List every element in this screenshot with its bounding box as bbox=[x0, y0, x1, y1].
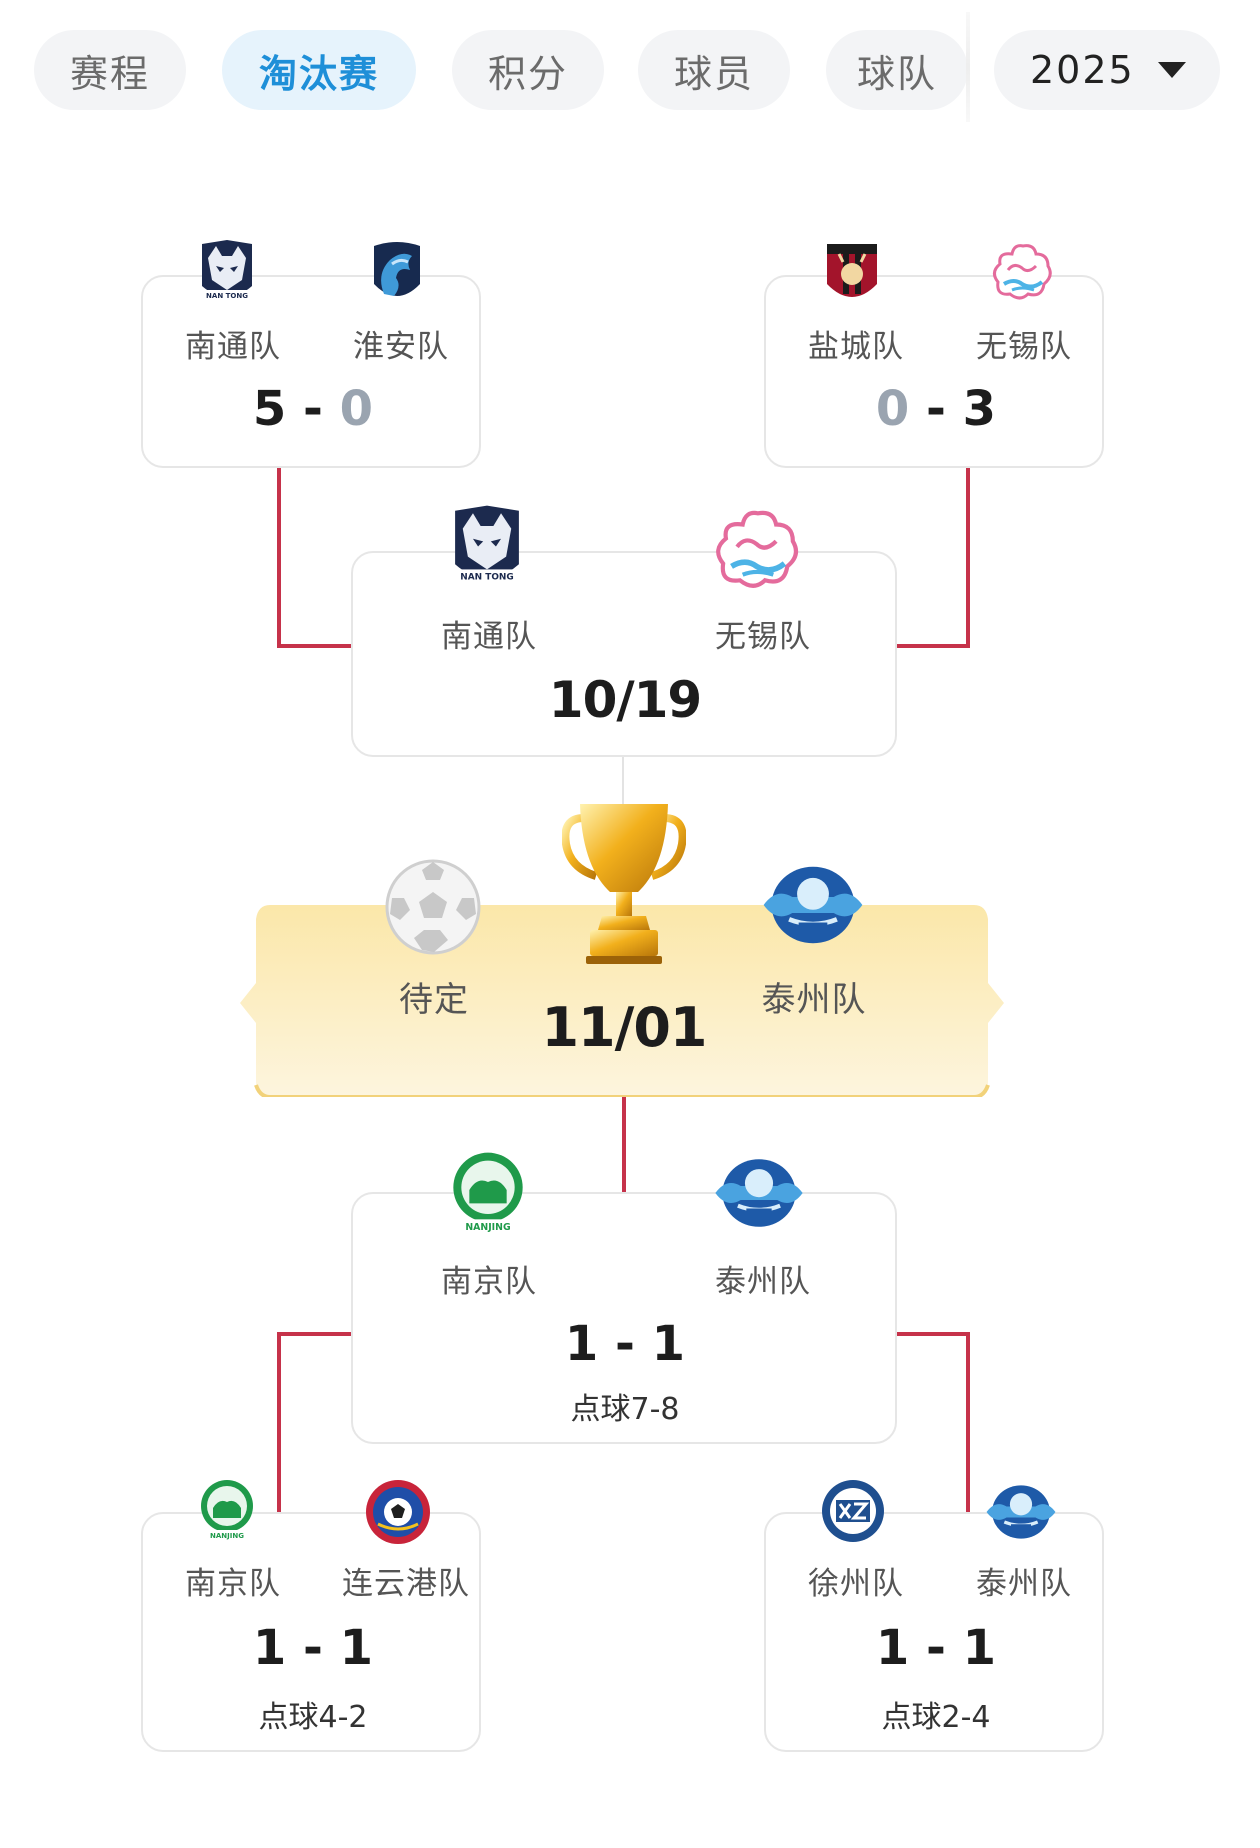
nanjing-crest-icon: NANJING bbox=[453, 1152, 523, 1233]
svg-text:NAN TONG: NAN TONG bbox=[206, 292, 248, 300]
bracket-line bbox=[277, 1332, 353, 1336]
match-score: 1 - 1 bbox=[564, 1316, 686, 1372]
match-card-nanjing-taizhou[interactable]: 南京队 泰州队 1 - 1 点球7-8 bbox=[351, 1192, 897, 1444]
bracket-line bbox=[966, 1332, 970, 1512]
xuzhou-crest-icon bbox=[822, 1480, 884, 1542]
nantong-wolf-icon: NAN TONG bbox=[202, 240, 252, 300]
team-name: 连云港队 bbox=[342, 1566, 470, 1602]
svg-text:NANJING: NANJING bbox=[465, 1222, 510, 1233]
bracket-line bbox=[894, 1332, 970, 1336]
match-card-nantong-wuxi[interactable]: 南通队 无锡队 10/19 bbox=[351, 551, 897, 757]
penalty-result: 点球2-4 bbox=[881, 1700, 991, 1735]
nantong-wolf-icon: NAN TONG bbox=[455, 505, 519, 583]
svg-text:NANJING: NANJING bbox=[210, 1532, 244, 1540]
team-name: 南通队 bbox=[441, 619, 537, 655]
tab-players[interactable]: 球员 bbox=[638, 30, 790, 110]
team-name: 待定 bbox=[399, 980, 469, 1020]
match-score: 1 - 1 bbox=[252, 1620, 374, 1676]
tab-schedule[interactable]: 赛程 bbox=[34, 30, 186, 110]
taizhou-crest-icon bbox=[763, 866, 863, 944]
team-name: 泰州队 bbox=[976, 1566, 1072, 1602]
svg-text:NAN TONG: NAN TONG bbox=[460, 573, 513, 583]
lianyungang-crest-icon bbox=[366, 1480, 430, 1544]
tab-standings[interactable]: 积分 bbox=[452, 30, 604, 110]
year-select[interactable]: 2025 bbox=[994, 30, 1220, 110]
match-score: 0 - 3 bbox=[875, 381, 997, 437]
yancheng-deer-icon bbox=[827, 244, 877, 297]
wuxi-cloud-icon bbox=[993, 244, 1052, 300]
penalty-result: 点球7-8 bbox=[570, 1392, 680, 1427]
match-date: 10/19 bbox=[548, 671, 702, 729]
caret-down-icon bbox=[1158, 62, 1186, 78]
team-name: 南京队 bbox=[441, 1264, 537, 1300]
match-card-xuzhou-taizhou[interactable]: 徐州队 泰州队 1 - 1 点球2-4 bbox=[764, 1512, 1104, 1752]
taizhou-crest-icon bbox=[986, 1485, 1056, 1539]
penalty-result: 点球4-2 bbox=[258, 1700, 368, 1735]
tab-teams[interactable]: 球队 bbox=[826, 30, 968, 110]
tab-knockout[interactable]: 淘汰赛 bbox=[222, 30, 416, 110]
team-name: 淮安队 bbox=[353, 329, 449, 365]
bracket-line bbox=[966, 466, 970, 648]
huaian-dragon-icon bbox=[374, 242, 420, 296]
final-date: 11/01 bbox=[541, 996, 707, 1059]
team-name: 无锡队 bbox=[715, 619, 811, 655]
team-name: 南通队 bbox=[185, 329, 281, 365]
match-score: 5 - 0 bbox=[252, 381, 374, 437]
trophy-icon bbox=[562, 804, 686, 964]
taizhou-crest-icon bbox=[715, 1159, 803, 1227]
team-name: 泰州队 bbox=[715, 1264, 811, 1300]
wuxi-cloud-icon bbox=[716, 510, 799, 588]
tab-divider bbox=[966, 12, 970, 122]
team-name: 南京队 bbox=[185, 1566, 281, 1602]
match-card-nantong-huaian[interactable]: 南通队 淮安队 5 - 0 bbox=[141, 275, 481, 468]
year-value: 2025 bbox=[1030, 48, 1135, 92]
match-card-yancheng-wuxi[interactable]: 盐城队 无锡队 0 - 3 bbox=[764, 275, 1104, 468]
bracket-line bbox=[277, 466, 281, 648]
team-name: 盐城队 bbox=[808, 329, 904, 365]
nanjing-crest-icon: NANJING bbox=[201, 1480, 253, 1540]
bracket-line bbox=[277, 1332, 281, 1512]
tab-bar: 赛程 淘汰赛 积分 球员 球队 2025 bbox=[0, 0, 1260, 140]
match-score: 1 - 1 bbox=[875, 1620, 997, 1676]
bracket-line bbox=[277, 644, 353, 648]
team-name: 无锡队 bbox=[976, 329, 1072, 365]
bracket-line bbox=[894, 644, 970, 648]
match-card-nanjing-lianyungang[interactable]: 南京队 连云港队 1 - 1 点球4-2 bbox=[141, 1512, 481, 1752]
bracket-line bbox=[622, 1095, 626, 1195]
soccer-ball-icon bbox=[385, 859, 481, 955]
team-name: 徐州队 bbox=[808, 1566, 904, 1602]
bracket-line bbox=[622, 755, 624, 825]
team-name: 泰州队 bbox=[761, 980, 867, 1020]
